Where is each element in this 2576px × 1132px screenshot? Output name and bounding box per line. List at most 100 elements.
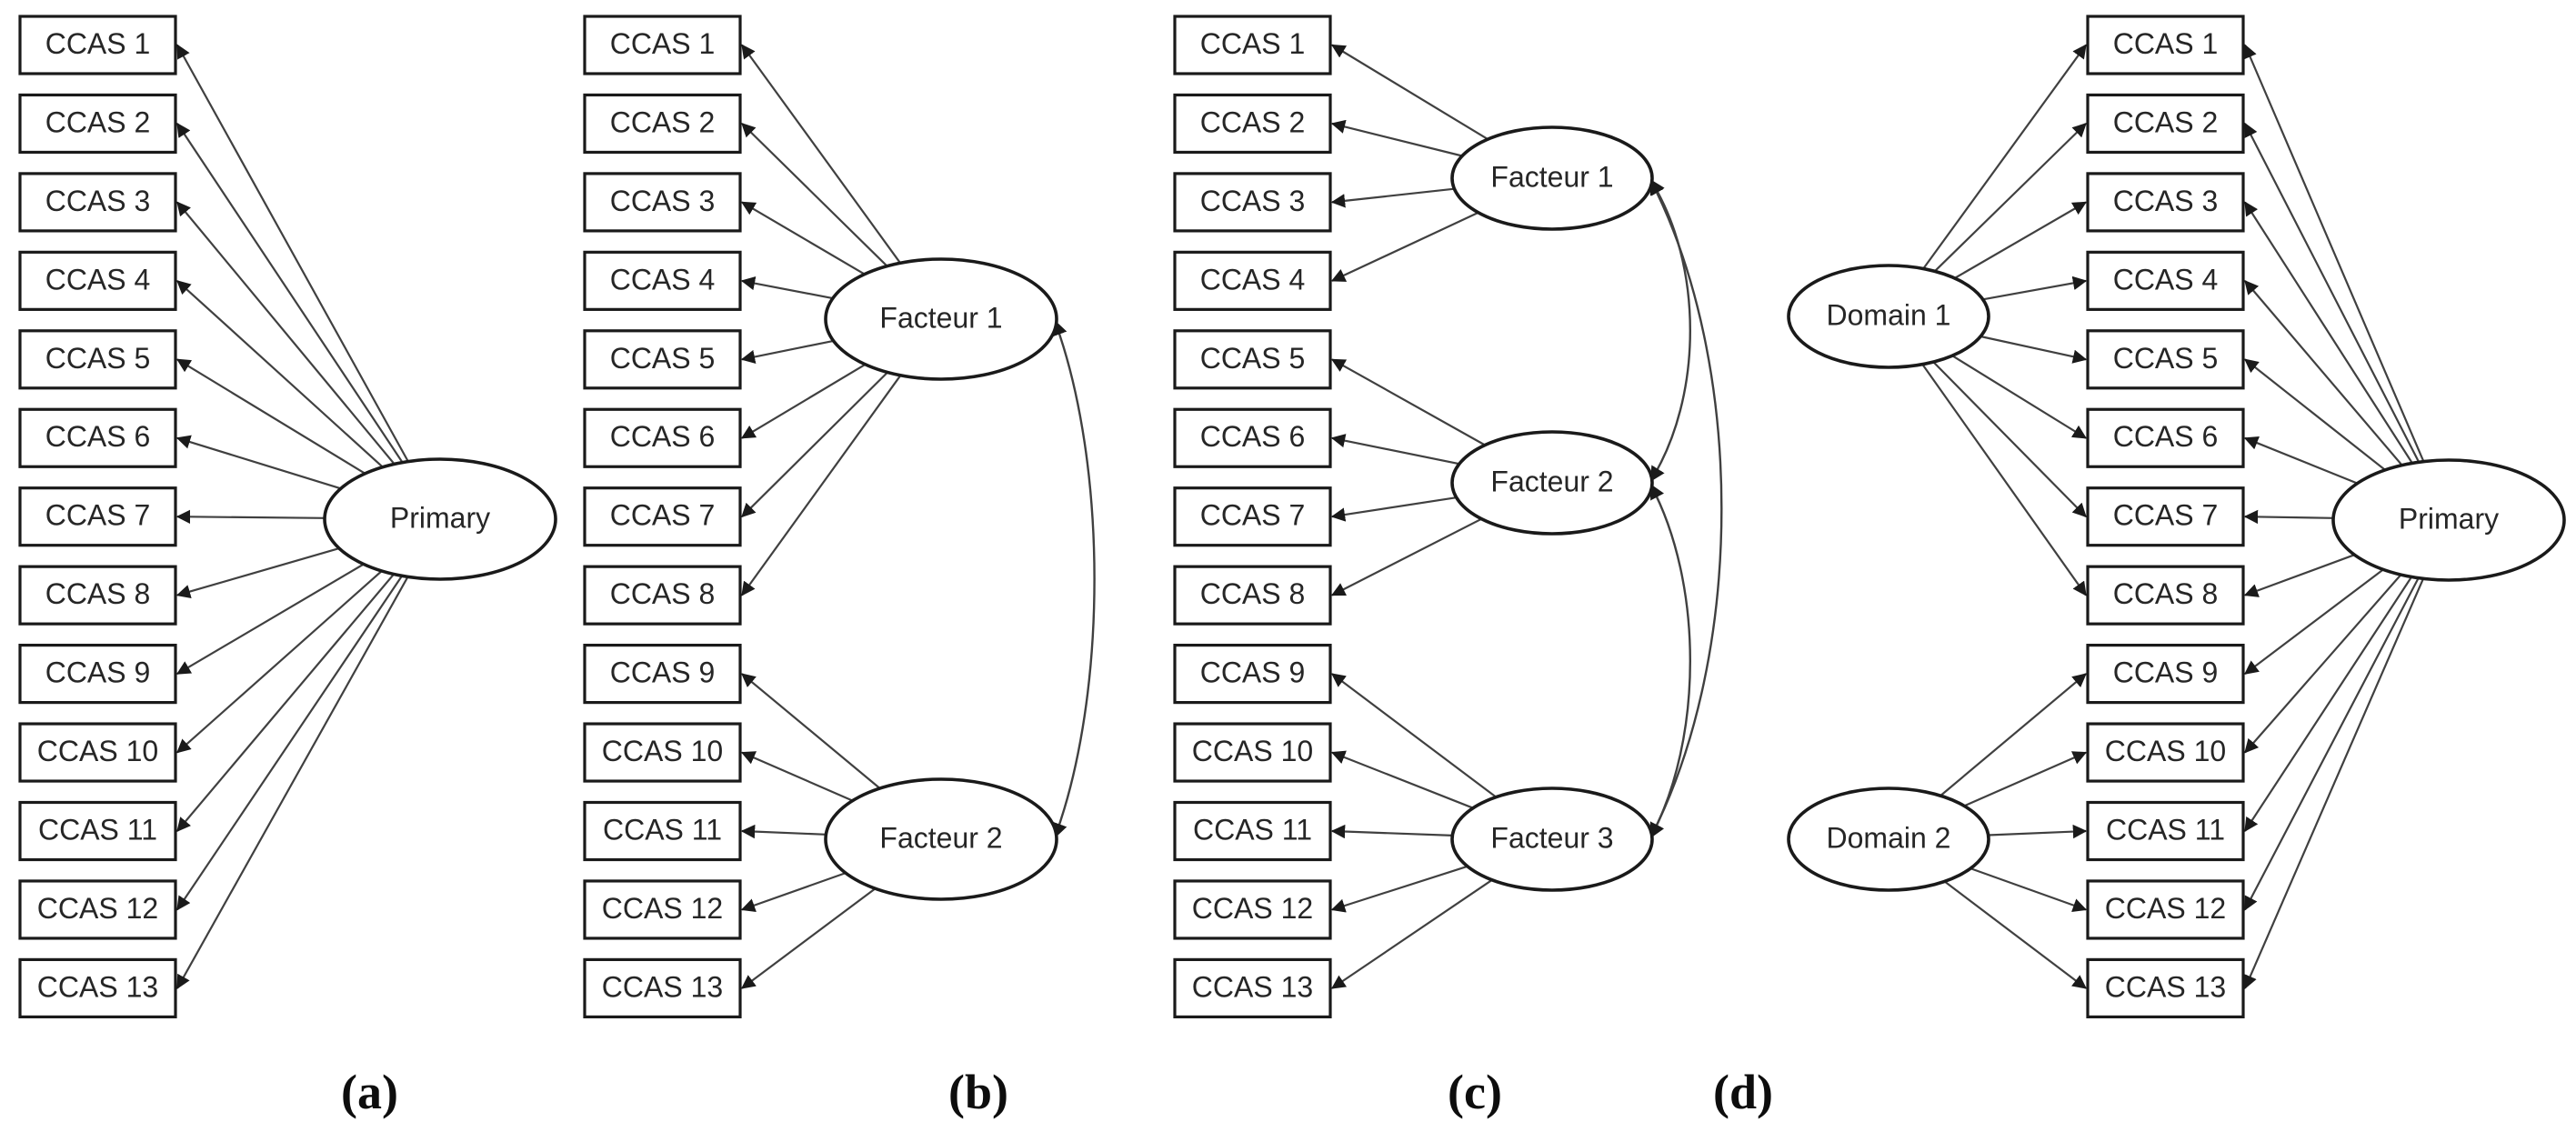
latent-node[interactable]: Facteur 2 (824, 777, 1058, 901)
indicator-node[interactable]: CCAS 4 (2086, 250, 2245, 311)
indicator-node[interactable]: CCAS 11 (18, 800, 177, 862)
indicator-box[interactable] (18, 93, 177, 155)
latent-node[interactable]: Facteur 2 (1450, 430, 1654, 536)
indicator-node[interactable]: CCAS 13 (583, 957, 742, 1019)
latent-ellipse[interactable] (1450, 125, 1654, 231)
indicator-node[interactable]: CCAS 11 (583, 800, 742, 862)
indicator-node[interactable]: CCAS 4 (583, 250, 742, 311)
indicator-box[interactable] (18, 250, 177, 311)
indicator-box[interactable] (583, 722, 742, 783)
indicator-node[interactable]: CCAS 7 (583, 486, 742, 547)
indicator-node[interactable]: CCAS 9 (583, 643, 742, 705)
indicator-box[interactable] (1173, 407, 1332, 468)
indicator-box[interactable] (2086, 643, 2245, 705)
indicator-box[interactable] (2086, 250, 2245, 311)
latent-ellipse[interactable] (2331, 458, 2566, 582)
indicator-node[interactable]: CCAS 6 (18, 407, 177, 468)
indicator-node[interactable]: CCAS 13 (1173, 957, 1332, 1019)
indicator-box[interactable] (583, 486, 742, 547)
indicator-box[interactable] (2086, 879, 2245, 940)
indicator-node[interactable]: CCAS 6 (1173, 407, 1332, 468)
indicator-box[interactable] (2086, 486, 2245, 547)
indicator-box[interactable] (18, 565, 177, 626)
indicator-box[interactable] (583, 800, 742, 862)
indicator-box[interactable] (583, 15, 742, 75)
indicator-box[interactable] (1173, 800, 1332, 862)
indicator-node[interactable]: CCAS 7 (1173, 486, 1332, 547)
indicator-box[interactable] (2086, 407, 2245, 468)
indicator-box[interactable] (583, 172, 742, 233)
indicator-node[interactable]: CCAS 5 (18, 329, 177, 390)
indicator-box[interactable] (2086, 329, 2245, 390)
latent-node[interactable]: Facteur 1 (824, 257, 1058, 381)
indicator-node[interactable]: CCAS 5 (2086, 329, 2245, 390)
indicator-box[interactable] (2086, 15, 2245, 75)
indicator-node[interactable]: CCAS 1 (2086, 15, 2245, 75)
indicator-box[interactable] (1173, 329, 1332, 390)
indicator-box[interactable] (1173, 643, 1332, 705)
indicator-node[interactable]: CCAS 5 (1173, 329, 1332, 390)
indicator-node[interactable]: CCAS 13 (2086, 957, 2245, 1019)
indicator-node[interactable]: CCAS 12 (1173, 879, 1332, 940)
latent-ellipse[interactable] (1787, 264, 1990, 369)
indicator-node[interactable]: CCAS 3 (1173, 172, 1332, 233)
indicator-box[interactable] (2086, 722, 2245, 783)
indicator-node[interactable]: CCAS 2 (18, 93, 177, 155)
indicator-box[interactable] (583, 643, 742, 705)
latent-ellipse[interactable] (1787, 786, 1990, 892)
indicator-box[interactable] (18, 486, 177, 547)
latent-ellipse[interactable] (824, 257, 1058, 381)
latent-node[interactable]: Domain 1 (1787, 264, 1990, 369)
indicator-node[interactable]: CCAS 3 (583, 172, 742, 233)
indicator-box[interactable] (1173, 250, 1332, 311)
indicator-box[interactable] (583, 329, 742, 390)
indicator-node[interactable]: CCAS 7 (18, 486, 177, 547)
indicator-box[interactable] (1173, 722, 1332, 783)
indicator-node[interactable]: CCAS 6 (2086, 407, 2245, 468)
indicator-node[interactable]: CCAS 3 (18, 172, 177, 233)
latent-ellipse[interactable] (824, 777, 1058, 901)
latent-node[interactable]: Primary (2331, 458, 2566, 582)
indicator-node[interactable]: CCAS 9 (2086, 643, 2245, 705)
indicator-box[interactable] (583, 879, 742, 940)
indicator-box[interactable] (18, 957, 177, 1019)
indicator-box[interactable] (1173, 93, 1332, 155)
indicator-node[interactable]: CCAS 10 (1173, 722, 1332, 783)
indicator-node[interactable]: CCAS 10 (2086, 722, 2245, 783)
indicator-node[interactable]: CCAS 4 (18, 250, 177, 311)
indicator-box[interactable] (1173, 565, 1332, 626)
indicator-box[interactable] (1173, 486, 1332, 547)
indicator-node[interactable]: CCAS 12 (583, 879, 742, 940)
indicator-node[interactable]: CCAS 12 (2086, 879, 2245, 940)
indicator-node[interactable]: CCAS 11 (1173, 800, 1332, 862)
indicator-box[interactable] (2086, 565, 2245, 626)
latent-ellipse[interactable] (1450, 430, 1654, 536)
indicator-box[interactable] (583, 93, 742, 155)
indicator-box[interactable] (18, 800, 177, 862)
latent-ellipse[interactable] (323, 457, 557, 581)
latent-ellipse[interactable] (1450, 786, 1654, 892)
indicator-box[interactable] (18, 643, 177, 705)
indicator-box[interactable] (18, 15, 177, 75)
indicator-box[interactable] (583, 957, 742, 1019)
indicator-node[interactable]: CCAS 3 (2086, 172, 2245, 233)
indicator-box[interactable] (583, 565, 742, 626)
indicator-box[interactable] (18, 172, 177, 233)
latent-node[interactable]: Facteur 1 (1450, 125, 1654, 231)
indicator-node[interactable]: CCAS 4 (1173, 250, 1332, 311)
indicator-box[interactable] (18, 879, 177, 940)
indicator-node[interactable]: CCAS 8 (2086, 565, 2245, 626)
indicator-node[interactable]: CCAS 10 (18, 722, 177, 783)
latent-node[interactable]: Domain 2 (1787, 786, 1990, 892)
indicator-box[interactable] (1173, 172, 1332, 233)
indicator-box[interactable] (2086, 957, 2245, 1019)
indicator-node[interactable]: CCAS 10 (583, 722, 742, 783)
indicator-node[interactable]: CCAS 1 (583, 15, 742, 75)
indicator-node[interactable]: CCAS 8 (1173, 565, 1332, 626)
indicator-box[interactable] (2086, 93, 2245, 155)
indicator-node[interactable]: CCAS 2 (583, 93, 742, 155)
latent-node[interactable]: Primary (323, 457, 557, 581)
indicator-box[interactable] (2086, 172, 2245, 233)
indicator-box[interactable] (2086, 800, 2245, 862)
indicator-node[interactable]: CCAS 13 (18, 957, 177, 1019)
